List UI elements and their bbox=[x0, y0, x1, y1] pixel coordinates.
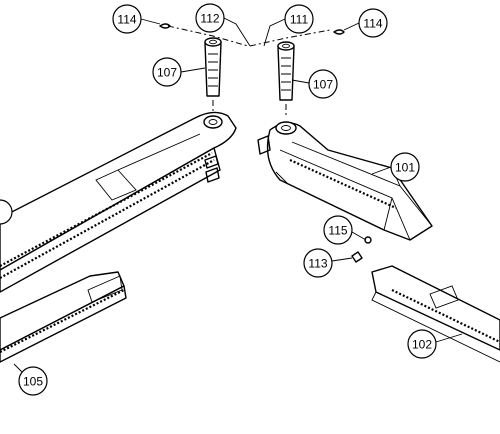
right-arm-101 bbox=[257, 121, 433, 241]
svg-text:111: 111 bbox=[290, 13, 309, 27]
callout-112: 112 bbox=[195, 3, 225, 33]
svg-text:114: 114 bbox=[117, 13, 136, 27]
svg-text:114: 114 bbox=[363, 17, 382, 31]
callout-101: 101 bbox=[390, 152, 420, 182]
pin-107-left bbox=[204, 37, 222, 97]
washer-115 bbox=[364, 236, 372, 244]
callout-102: 102 bbox=[407, 329, 437, 359]
clip-114-right bbox=[333, 29, 345, 35]
right-pivot-hole bbox=[275, 121, 297, 135]
svg-text:107: 107 bbox=[313, 78, 333, 92]
callout-115: 115 bbox=[323, 215, 353, 245]
svg-text:107: 107 bbox=[157, 66, 177, 80]
clip-114-left bbox=[159, 23, 171, 29]
callout-107-left: 107 bbox=[152, 57, 182, 87]
svg-text:115: 115 bbox=[328, 224, 347, 238]
callout-107-right: 107 bbox=[308, 69, 338, 99]
callout-114-left: 114 bbox=[112, 4, 142, 34]
callout-105: 105 bbox=[18, 366, 48, 396]
svg-text:102: 102 bbox=[412, 338, 432, 352]
svg-text:113: 113 bbox=[308, 257, 327, 271]
left-extension-105 bbox=[0, 271, 127, 363]
left-arm bbox=[0, 111, 237, 293]
svg-text:105: 105 bbox=[23, 375, 43, 389]
screw-113 bbox=[351, 251, 363, 263]
left-pivot-hole bbox=[203, 115, 223, 129]
callout-113: 113 bbox=[303, 248, 333, 278]
right-extension-102 bbox=[371, 265, 500, 363]
svg-text:112: 112 bbox=[200, 12, 219, 26]
callout-111: 111 bbox=[284, 4, 314, 34]
svg-text:101: 101 bbox=[395, 161, 415, 175]
callout-partial-left bbox=[0, 199, 13, 225]
callout-114-right: 114 bbox=[358, 8, 388, 38]
pin-107-right bbox=[277, 41, 295, 101]
